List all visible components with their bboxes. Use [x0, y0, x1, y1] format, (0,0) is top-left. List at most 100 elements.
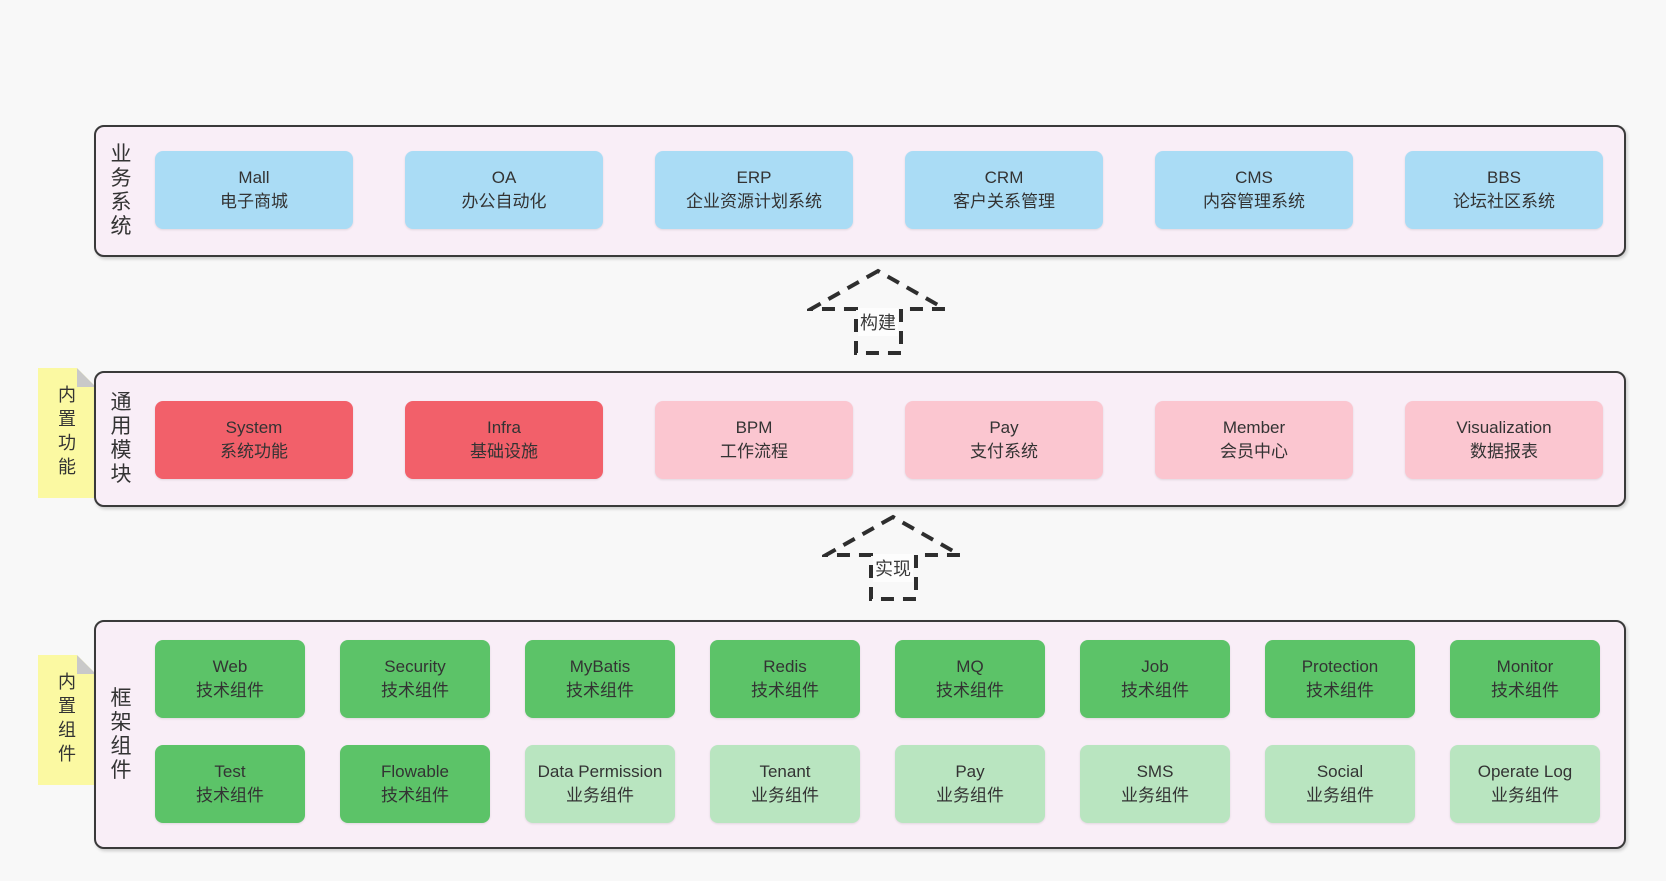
- box-title: Redis: [763, 657, 807, 676]
- box-title: OA: [491, 168, 517, 187]
- box-title: Job: [1141, 657, 1169, 676]
- box-subtitle: 工作流程: [720, 442, 788, 461]
- box-subtitle: 电子商城: [220, 192, 288, 211]
- box-title: Mall: [238, 168, 270, 187]
- sticky-note-label: 内置功能: [58, 385, 76, 477]
- component-box: Job 技术组件: [1080, 640, 1230, 718]
- component-box: Pay 支付系统: [905, 401, 1103, 479]
- component-box: CRM 客户关系管理: [905, 151, 1103, 229]
- component-box: Social 业务组件: [1265, 745, 1415, 823]
- box-title: Web: [212, 657, 248, 676]
- component-box: Visualization 数据报表: [1405, 401, 1603, 479]
- layer-label-text: 框架组件: [110, 686, 132, 782]
- component-box: BPM 工作流程: [655, 401, 853, 479]
- layer-label-text: 通用模块: [110, 391, 132, 486]
- component-box: Infra 基础设施: [405, 401, 603, 479]
- box-title: System: [225, 418, 283, 437]
- component-box: System 系统功能: [155, 401, 353, 479]
- box-subtitle: 技术组件: [566, 681, 634, 700]
- component-box: Test 技术组件: [155, 745, 305, 823]
- component-box: Operate Log 业务组件: [1450, 745, 1600, 823]
- sticky-note-built-in-components: 内置组件: [38, 655, 96, 785]
- box-subtitle: 数据报表: [1470, 442, 1538, 461]
- box-subtitle: 会员中心: [1220, 442, 1288, 461]
- box-title: Tenant: [759, 762, 811, 781]
- box-subtitle: 技术组件: [381, 681, 449, 700]
- component-box: Pay 业务组件: [895, 745, 1045, 823]
- box-subtitle: 办公自动化: [461, 192, 547, 211]
- box-title: BPM: [735, 418, 773, 437]
- box-title: SMS: [1136, 762, 1174, 781]
- box-subtitle: 内容管理系统: [1203, 192, 1305, 211]
- box-subtitle: 业务组件: [1491, 786, 1559, 805]
- box-subtitle: 系统功能: [220, 442, 288, 461]
- component-box: BBS 论坛社区系统: [1405, 151, 1603, 229]
- box-title: Test: [214, 762, 246, 781]
- box-title: Flowable: [380, 762, 450, 781]
- component-box: SMS 业务组件: [1080, 745, 1230, 823]
- component-box: Redis 技术组件: [710, 640, 860, 718]
- box-title: Protection: [1301, 657, 1379, 676]
- box-subtitle: 支付系统: [970, 442, 1038, 461]
- layer-label-text: 业务系统: [110, 143, 132, 238]
- box-subtitle: 论坛社区系统: [1453, 192, 1555, 211]
- component-box: Monitor 技术组件: [1450, 640, 1600, 718]
- box-title: MQ: [956, 657, 984, 676]
- box-title: Pay: [955, 762, 985, 781]
- implement-arrow: 实现: [822, 514, 964, 602]
- box-title: MyBatis: [569, 657, 631, 676]
- component-box: ERP 企业资源计划系统: [655, 151, 853, 229]
- box-title: Security: [384, 657, 446, 676]
- box-title: ERP: [736, 168, 772, 187]
- component-box: OA 办公自动化: [405, 151, 603, 229]
- box-subtitle: 业务组件: [566, 786, 634, 805]
- box-subtitle: 技术组件: [196, 786, 264, 805]
- arrow-label: 实现: [873, 554, 913, 582]
- component-box: Protection 技术组件: [1265, 640, 1415, 718]
- box-title: CMS: [1235, 168, 1273, 187]
- box-subtitle: 业务组件: [1121, 786, 1189, 805]
- box-subtitle: 客户关系管理: [953, 192, 1055, 211]
- component-box: Mall 电子商城: [155, 151, 353, 229]
- layer-business-systems: 业务系统 Mall 电子商城 OA 办公自动化 ERP 企业资源计划系统 CRM 客户关系管理…: [94, 125, 1626, 257]
- box-title: Visualization: [1456, 418, 1552, 437]
- layer-label: 业务系统: [109, 127, 133, 255]
- box-title: Pay: [989, 418, 1019, 437]
- box-subtitle: 业务组件: [936, 786, 1004, 805]
- box-subtitle: 业务组件: [751, 786, 819, 805]
- box-title: Operate Log: [1477, 762, 1573, 781]
- box-title: BBS: [1486, 168, 1522, 187]
- box-subtitle: 业务组件: [1306, 786, 1374, 805]
- box-subtitle: 技术组件: [381, 786, 449, 805]
- arrow-label: 构建: [858, 308, 898, 336]
- component-box: Tenant 业务组件: [710, 745, 860, 823]
- box-subtitle: 技术组件: [1121, 681, 1189, 700]
- layer-label: 框架组件: [109, 622, 133, 847]
- box-subtitle: 技术组件: [1491, 681, 1559, 700]
- box-row: Mall 电子商城 OA 办公自动化 ERP 企业资源计划系统 CRM 客户关系管理 CMS 内容…: [155, 151, 1603, 229]
- layer-common-modules: 通用模块 System 系统功能 Infra 基础设施 BPM 工作流程 Pay 支付系统 Me…: [94, 371, 1626, 507]
- box-subtitle: 基础设施: [470, 442, 538, 461]
- box-subtitle: 技术组件: [751, 681, 819, 700]
- box-subtitle: 技术组件: [936, 681, 1004, 700]
- box-subtitle: 企业资源计划系统: [686, 192, 822, 211]
- component-box: Flowable 技术组件: [340, 745, 490, 823]
- box-title: Infra: [486, 418, 522, 437]
- component-box: Security 技术组件: [340, 640, 490, 718]
- component-box: MyBatis 技术组件: [525, 640, 675, 718]
- box-title: CRM: [984, 168, 1024, 187]
- box-title: Monitor: [1496, 657, 1554, 676]
- box-subtitle: 技术组件: [1306, 681, 1374, 700]
- box-title: Social: [1316, 762, 1364, 781]
- box-title: Data Permission: [537, 762, 663, 781]
- sticky-note-label: 内置组件: [58, 672, 76, 764]
- sticky-note-built-in-features: 内置功能: [38, 368, 96, 498]
- layer-label: 通用模块: [109, 373, 133, 505]
- component-box: Data Permission 业务组件: [525, 745, 675, 823]
